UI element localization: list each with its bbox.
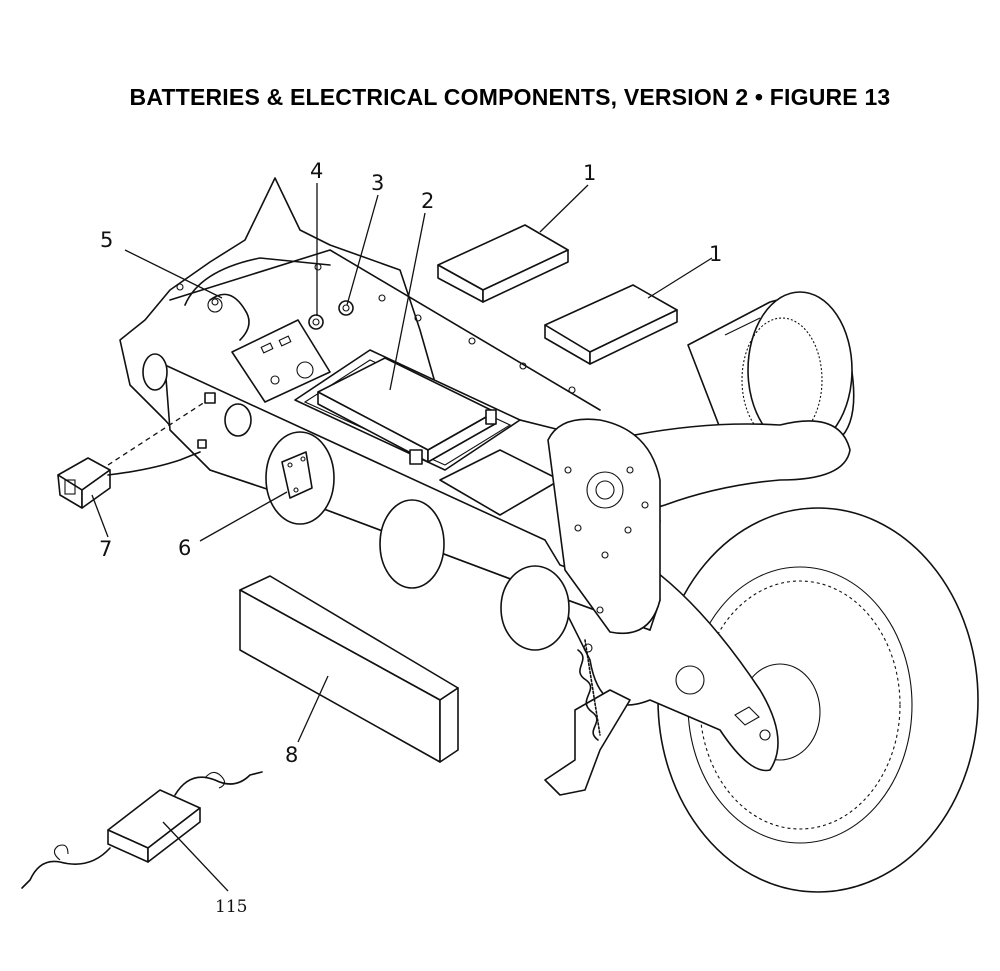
callout-3: 3 [371, 171, 384, 195]
kickstand [544, 639, 631, 796]
callout-1-upper: 1 [583, 161, 596, 185]
callout-5: 5 [100, 228, 113, 252]
wire-harness [207, 293, 250, 341]
power-switch [57, 392, 216, 509]
callout-8: 8 [285, 743, 298, 767]
callouts: 1 1 2 3 4 5 6 7 8 115 [99, 159, 722, 917]
battery [317, 357, 497, 465]
callout-7: 7 [99, 537, 112, 561]
callout-6: 6 [178, 536, 191, 560]
callout-2: 2 [421, 189, 434, 213]
fuse-holder [308, 300, 354, 330]
battery-pad-lower [544, 284, 678, 365]
rear-plate [547, 418, 661, 634]
battery-charger [21, 771, 263, 889]
callout-4: 4 [310, 159, 323, 183]
leader-lines [91, 183, 713, 892]
callout-1-lower: 1 [709, 242, 722, 266]
battery-pad-upper [437, 224, 569, 303]
control-board [231, 319, 331, 403]
callout-115: 115 [215, 897, 247, 917]
figure-title: BATTERIES & ELECTRICAL COMPONENTS, VERSI… [129, 84, 891, 110]
bottom-pad [239, 575, 459, 763]
charger-port [281, 451, 313, 499]
